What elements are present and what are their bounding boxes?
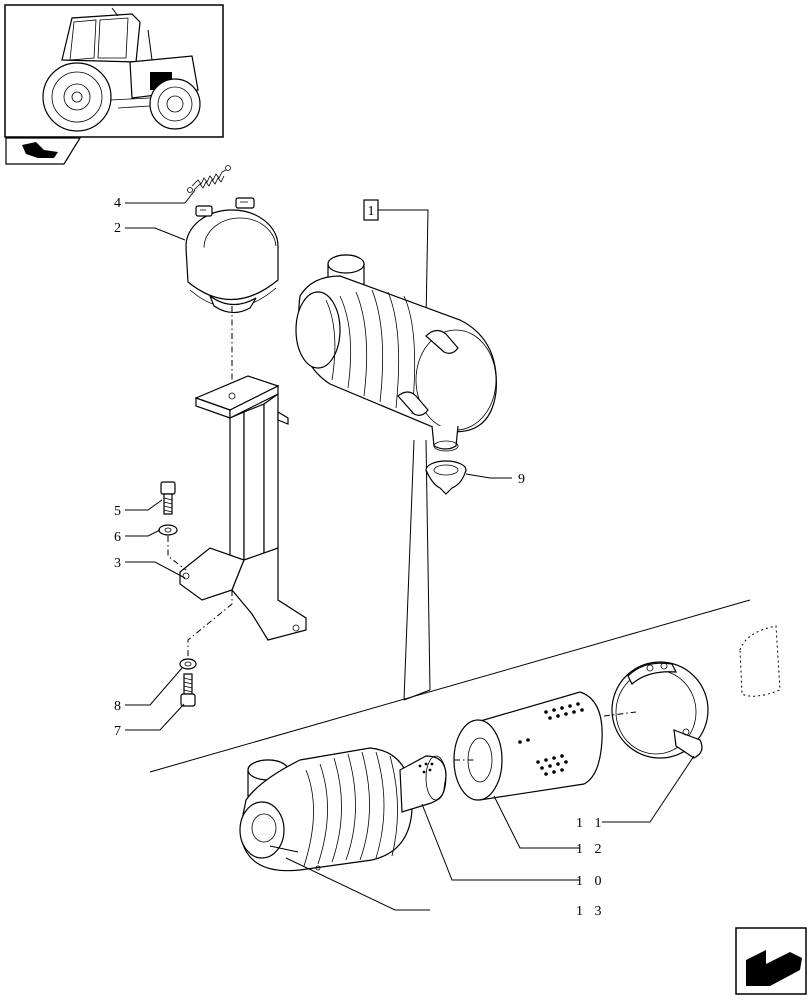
leader-1 bbox=[378, 209, 429, 321]
leader-10 bbox=[421, 803, 580, 881]
callout-4: 4 bbox=[114, 196, 125, 211]
callout-13: 1 3 bbox=[576, 904, 606, 919]
leader-6 bbox=[125, 529, 161, 537]
next-page-arrow-icon[interactable] bbox=[735, 927, 807, 995]
adjacent-part-outline bbox=[739, 625, 781, 697]
leader-2 bbox=[125, 227, 186, 241]
axis-bolt-top bbox=[167, 536, 187, 571]
axis-cover bbox=[603, 711, 637, 717]
leader-11 bbox=[602, 755, 695, 823]
washer-bottom bbox=[179, 658, 197, 670]
cartridge-perforations bbox=[518, 702, 584, 776]
leader-4b bbox=[184, 189, 196, 204]
assembly-ref-label: 1 bbox=[368, 204, 375, 219]
callout-9: 9 bbox=[518, 472, 529, 487]
bolt-bottom bbox=[180, 673, 196, 707]
washer-top bbox=[158, 524, 178, 536]
callout-10: 1 0 bbox=[576, 874, 606, 889]
leader-7 bbox=[125, 703, 185, 731]
section-divider bbox=[149, 599, 751, 773]
leader-13 bbox=[285, 857, 430, 911]
air-filter-assembly bbox=[295, 254, 497, 452]
leader-8 bbox=[125, 667, 183, 706]
dust-valve bbox=[425, 460, 467, 495]
callout-3: 3 bbox=[114, 556, 125, 571]
callout-2: 2 bbox=[114, 221, 125, 236]
callout-7: 7 bbox=[114, 724, 125, 739]
bolt-top bbox=[160, 481, 176, 515]
callout-12: 1 2 bbox=[576, 842, 606, 857]
safety-filter bbox=[399, 755, 447, 813]
callout-5: 5 bbox=[114, 504, 125, 519]
callout-8: 8 bbox=[114, 699, 125, 714]
leader-9 bbox=[465, 473, 512, 479]
tractor-section-icon bbox=[5, 137, 82, 165]
leader-3 bbox=[125, 561, 186, 579]
ref-join bbox=[403, 689, 431, 701]
leader-1-lower-b bbox=[425, 439, 431, 691]
spring bbox=[187, 165, 231, 193]
callout-6: 6 bbox=[114, 530, 125, 545]
filter-cartridge bbox=[453, 691, 603, 801]
leader-12 bbox=[493, 795, 580, 849]
tractor-thumbnail-icon bbox=[4, 4, 224, 138]
callout-11: 1 1 bbox=[576, 816, 606, 831]
leader-1-lower bbox=[403, 439, 415, 701]
leader-5 bbox=[125, 499, 163, 511]
support-bracket bbox=[179, 375, 307, 641]
end-cover bbox=[611, 661, 709, 759]
clamp-band bbox=[185, 197, 279, 314]
filter-housing bbox=[239, 747, 413, 872]
axis-bracket-bottom bbox=[187, 590, 233, 662]
